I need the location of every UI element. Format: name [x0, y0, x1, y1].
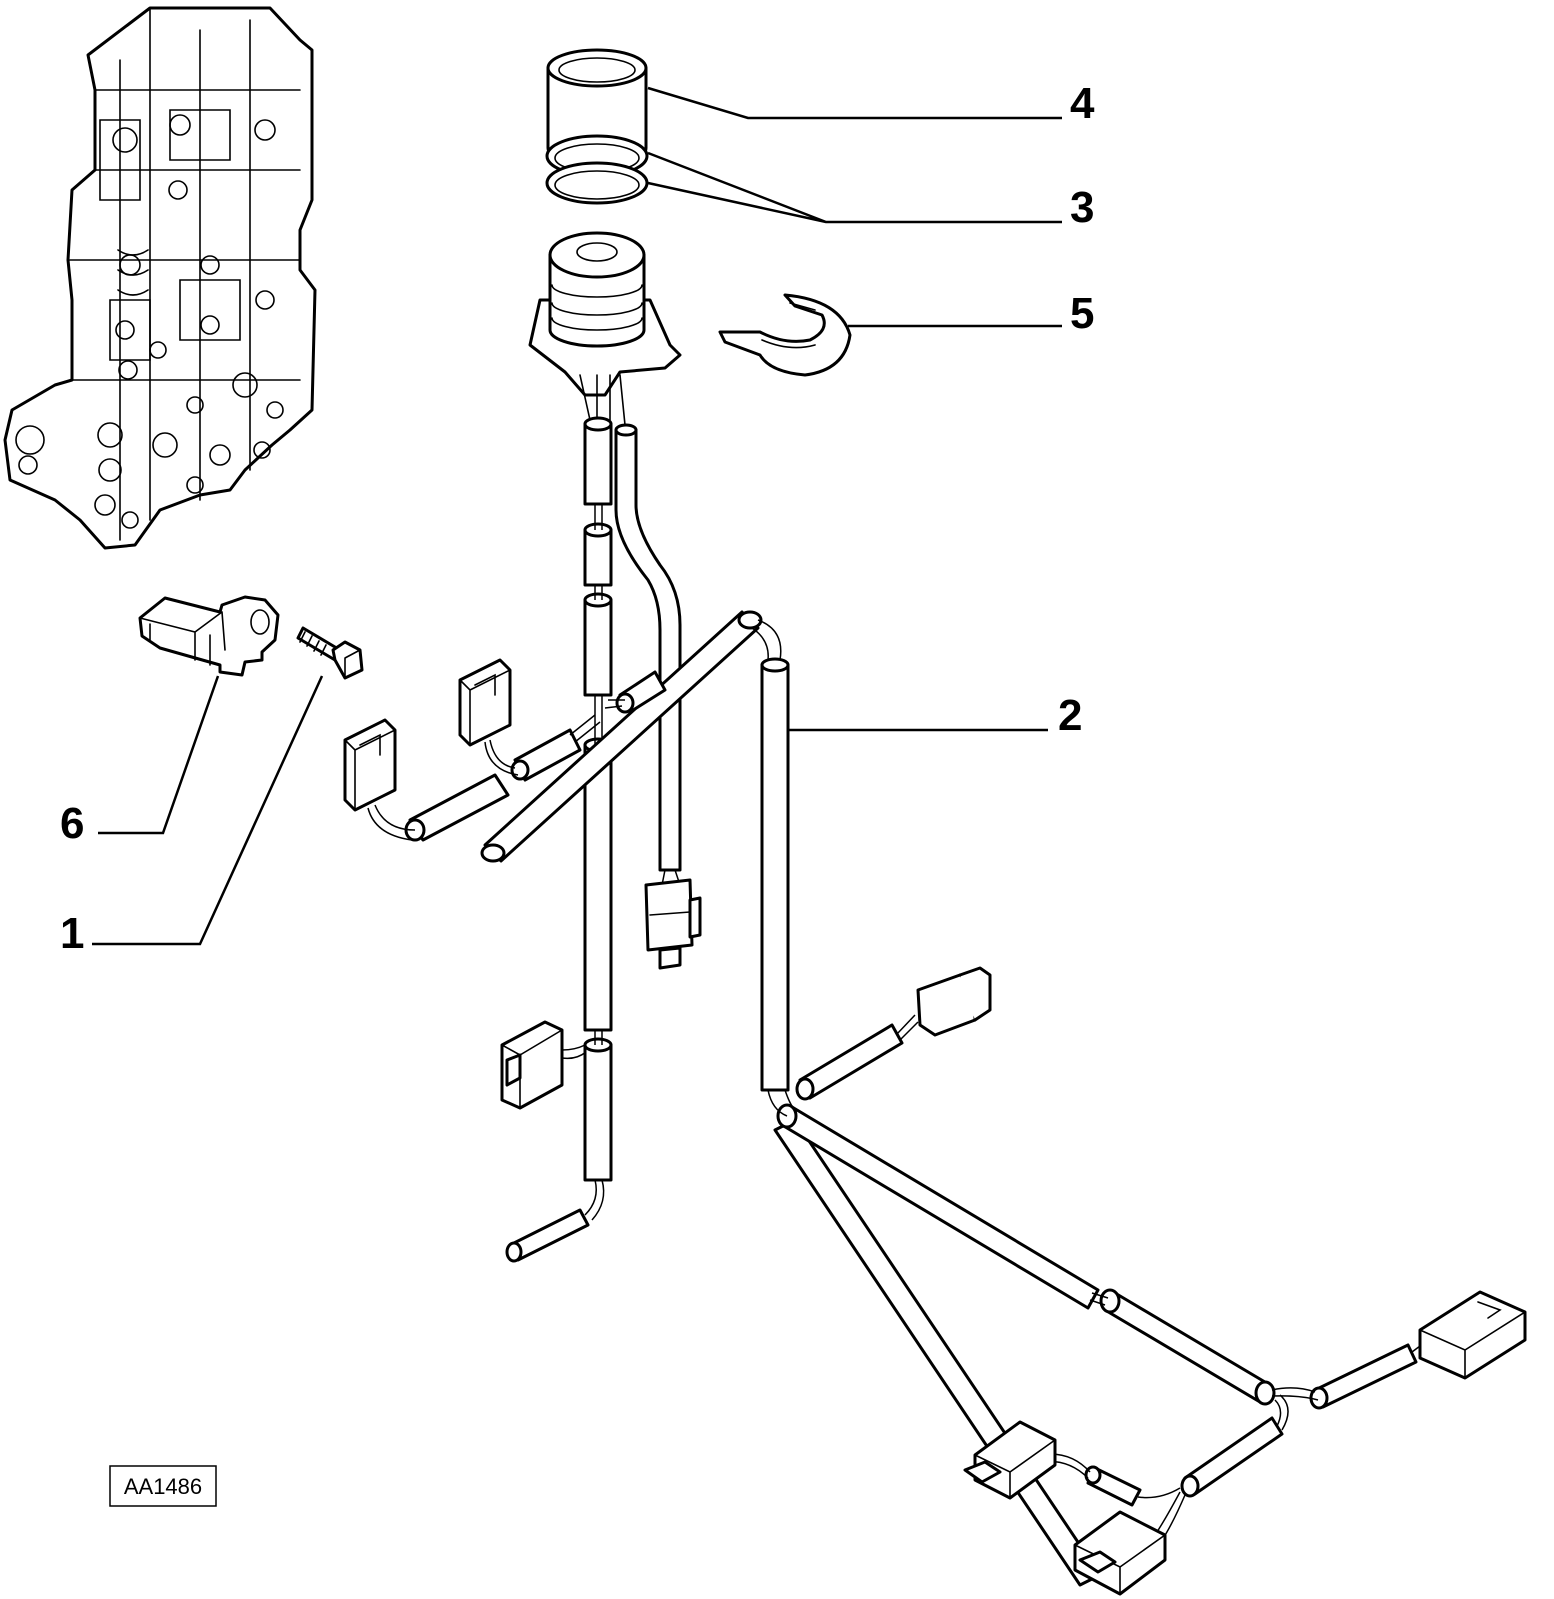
- callout-3: 3: [1070, 183, 1094, 232]
- reference-code: AA1486: [124, 1474, 202, 1499]
- valve-body-unit: [3, 6, 317, 550]
- callout-6: 6: [60, 799, 84, 848]
- leader-lines: [92, 86, 1062, 946]
- leader-6: [98, 675, 220, 835]
- harness-main-connector: [528, 231, 682, 426]
- part-1-bolt: [296, 626, 364, 680]
- callout-labels: 4 3 5 2 6 1: [60, 79, 1095, 958]
- callout-5: 5: [1070, 289, 1094, 338]
- callout-2: 2: [1058, 691, 1082, 740]
- callout-4: 4: [1070, 79, 1095, 128]
- callout-1: 1: [60, 909, 84, 958]
- part-2-wiring-harness: [343, 416, 1527, 1596]
- part-5-retaining-clip: [718, 293, 852, 377]
- leader-3: [647, 151, 1062, 224]
- leader-4: [647, 86, 1062, 120]
- part-6-sensor: [138, 595, 280, 677]
- leader-1: [92, 675, 324, 946]
- part-3-seal-rings: [545, 134, 649, 205]
- reference-code-box: AA1486: [109, 1465, 217, 1507]
